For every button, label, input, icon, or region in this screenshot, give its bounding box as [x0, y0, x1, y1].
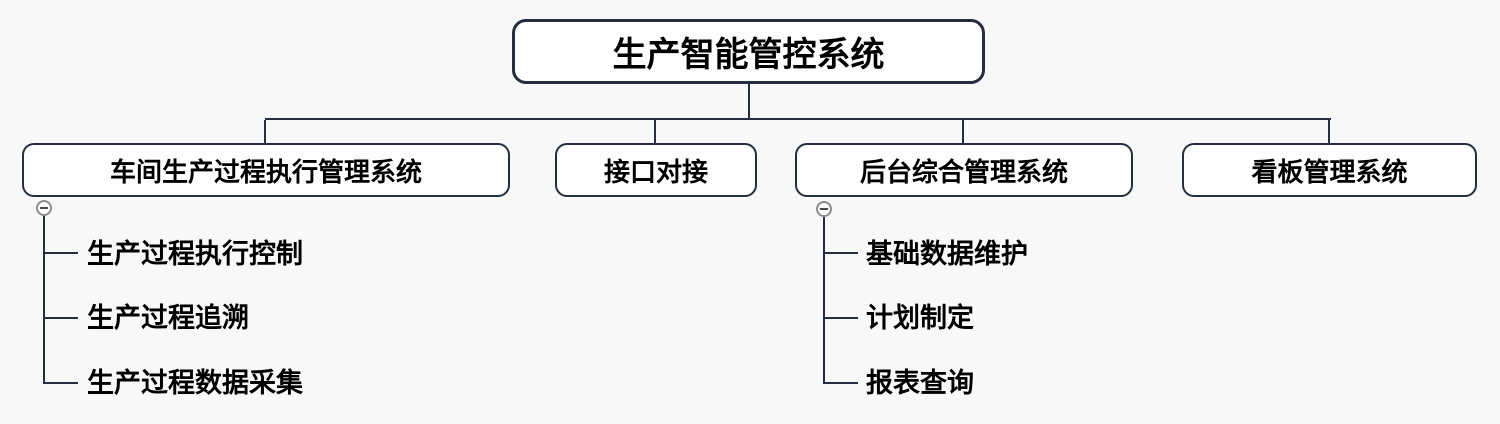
connector-drop-backend: [962, 120, 964, 143]
leaf-production-data-collection[interactable]: 生产过程数据采集: [87, 368, 303, 398]
leaf-production-execution-control[interactable]: 生产过程执行控制: [87, 239, 303, 269]
node-kanban-management-label: 看板管理系统: [1251, 156, 1408, 187]
connector-backend-branch-3: [823, 382, 858, 384]
node-workshop-execution-system[interactable]: 车间生产过程执行管理系统: [22, 143, 510, 197]
collapse-toggle-backend[interactable]: [816, 201, 832, 217]
connector-backend-branch-2: [823, 317, 858, 319]
node-root[interactable]: 生产智能管控系统: [512, 19, 985, 84]
collapse-toggle-workshop[interactable]: [36, 200, 52, 216]
connector-backend-subtree-vertical: [823, 217, 825, 384]
node-kanban-management-system[interactable]: 看板管理系统: [1182, 143, 1477, 197]
connector-workshop-branch-1: [43, 252, 78, 254]
connector-drop-workshop: [264, 120, 266, 143]
node-workshop-execution-label: 车间生产过程执行管理系统: [109, 156, 422, 187]
leaf-report-query[interactable]: 报表查询: [866, 368, 974, 398]
node-backend-management-system[interactable]: 后台综合管理系统: [795, 143, 1133, 197]
connector-workshop-branch-2: [43, 317, 78, 319]
connector-root-drop: [748, 84, 750, 120]
leaf-plan-formulation[interactable]: 计划制定: [866, 303, 974, 333]
leaf-basic-data-maintenance[interactable]: 基础数据维护: [866, 239, 1028, 269]
connector-drop-interface: [654, 120, 656, 143]
node-interface-docking-label: 接口对接: [603, 156, 708, 187]
connector-drop-kanban: [1328, 120, 1330, 143]
node-backend-management-label: 后台综合管理系统: [859, 156, 1068, 187]
minus-icon: [820, 208, 828, 210]
connector-workshop-subtree-vertical: [43, 216, 45, 384]
connector-workshop-branch-3: [43, 382, 78, 384]
node-root-label: 生产智能管控系统: [612, 36, 885, 74]
leaf-production-traceability[interactable]: 生产过程追溯: [87, 303, 249, 333]
node-interface-docking[interactable]: 接口对接: [555, 143, 757, 197]
connector-backend-branch-1: [823, 252, 858, 254]
minus-icon: [40, 207, 48, 209]
connector-main-horizontal: [265, 118, 1331, 120]
